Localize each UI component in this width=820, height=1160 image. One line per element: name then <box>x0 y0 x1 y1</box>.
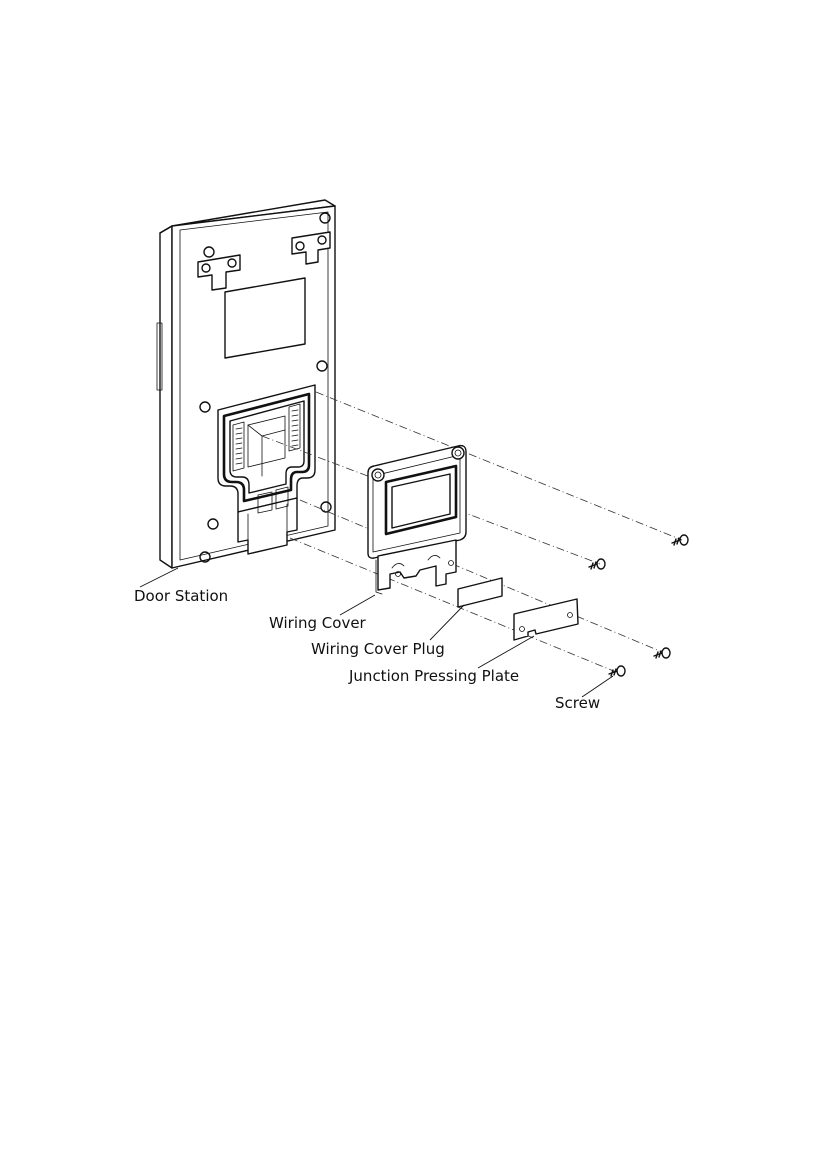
door-station <box>157 200 335 568</box>
leader-door-station <box>140 568 178 587</box>
leader-wiring-cover <box>340 595 375 615</box>
wiring-cover-plug <box>458 578 502 607</box>
junction-pressing-plate <box>514 599 578 640</box>
leader-wiring-cover-plug <box>430 605 464 640</box>
door-station-side <box>160 226 172 568</box>
label-screw: Screw <box>555 694 600 712</box>
label-wiring-cover: Wiring Cover <box>269 614 367 632</box>
label-junction-pressing-plate: Junction Pressing Plate <box>348 667 519 685</box>
screw-4 <box>609 666 625 676</box>
label-plate <box>225 278 305 358</box>
leader-junction-plate <box>478 636 534 668</box>
wiring-cover <box>368 446 466 594</box>
label-door-station: Door Station <box>134 587 228 605</box>
label-wiring-cover-plug: Wiring Cover Plug <box>311 640 445 658</box>
